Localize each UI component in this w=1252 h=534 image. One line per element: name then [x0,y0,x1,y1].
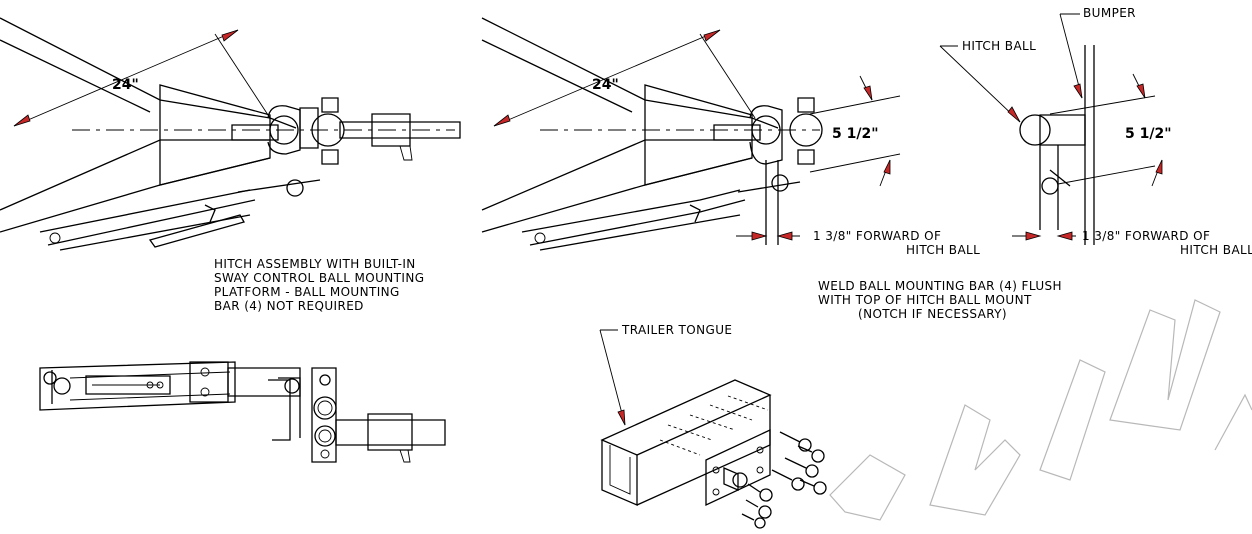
forward-right-line-2: HITCH BALL [1180,243,1252,257]
note-right-line-1: WELD BALL MOUNTING BAR (4) FLUSH [818,279,1062,293]
note-left-line-2: SWAY CONTROL BALL MOUNTING [214,271,424,285]
dim-24-left: 24" [112,77,139,93]
top-view-hitch [39,361,446,463]
forward-right-line-1: 1 3/8" FORWARD OF [1082,229,1210,243]
watermark-outline [829,299,1252,521]
trailer-tongue-label: TRAILER TONGUE [621,323,732,337]
note-right-line-3: (NOTCH IF NECESSARY) [858,307,1007,321]
hitch-ball-label: HITCH BALL [962,39,1036,53]
note-right-line-2: WITH TOP OF HITCH BALL MOUNT [818,293,1032,307]
note-left-line-4: BAR (4) NOT REQUIRED [214,299,364,313]
dim-24-right: 24" [592,77,619,93]
detail-view-right [939,13,1163,245]
forward-mid-line-2: HITCH BALL [906,243,980,257]
note-left-line-3: PLATFORM - BALL MOUNTING [214,285,400,299]
bolt-group [741,431,827,529]
dim-5-half-mid: 5 1/2" [832,126,879,142]
note-left-line-1: HITCH ASSEMBLY WITH BUILT-IN [214,257,416,271]
side-view-middle [481,17,901,251]
side-view-left [0,17,461,251]
bumper-label: BUMPER [1083,6,1136,20]
isometric-trailer-tongue [599,329,827,529]
forward-mid-line-1: 1 3/8" FORWARD OF [813,229,941,243]
dim-5-half-right: 5 1/2" [1125,126,1172,142]
